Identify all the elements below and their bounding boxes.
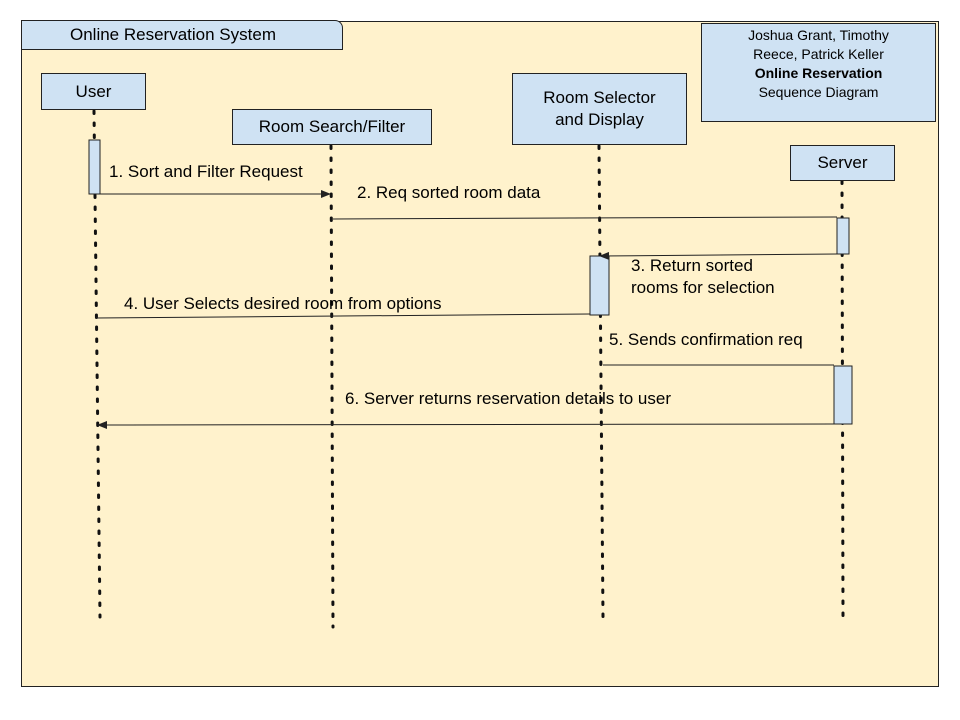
activation-server-1: [836, 217, 850, 255]
message-2-label: 2. Req sorted room data: [357, 183, 541, 202]
lifeline-user: [92, 109, 102, 619]
message-5-label: 5. Sends confirmation req: [609, 330, 803, 349]
message-4-label: 4. User Selects desired room from option…: [124, 294, 442, 313]
message-6-label: 6. Server returns reservation details to…: [345, 389, 671, 408]
message-3-label-line2: rooms for selection: [631, 278, 775, 297]
diagram-canvas: [21, 21, 939, 687]
lifeline-search: [329, 144, 335, 629]
arrow-2: [332, 216, 838, 220]
message-3-label-line1: 3. Return sorted: [631, 256, 753, 275]
system-title: Online Reservation System: [21, 20, 343, 50]
participant-room-search-filter: Room Search/Filter: [232, 109, 432, 145]
activation-user: [88, 139, 101, 195]
message-1-label: 1. Sort and Filter Request: [109, 162, 303, 181]
credits-authors-line1: Joshua Grant, Timothy: [748, 27, 889, 43]
participant-room-selector-display: Room Selector and Display: [512, 73, 687, 145]
credits-project-name: Online Reservation: [754, 65, 883, 81]
arrow-6: [97, 420, 835, 429]
arrow-3: [599, 251, 838, 260]
credits-box: Joshua Grant, Timothy Reece, Patrick Kel…: [701, 23, 936, 122]
credits-authors-line2: Reece, Patrick Keller: [753, 46, 884, 62]
lifeline-selector: [597, 144, 605, 619]
activation-server-2: [833, 365, 853, 425]
credits-diagram-type: Sequence Diagram: [758, 84, 879, 100]
activation-selector: [589, 255, 610, 316]
participant-server: Server: [790, 145, 895, 181]
arrow-4: [95, 313, 591, 319]
participant-user: User: [41, 73, 146, 110]
